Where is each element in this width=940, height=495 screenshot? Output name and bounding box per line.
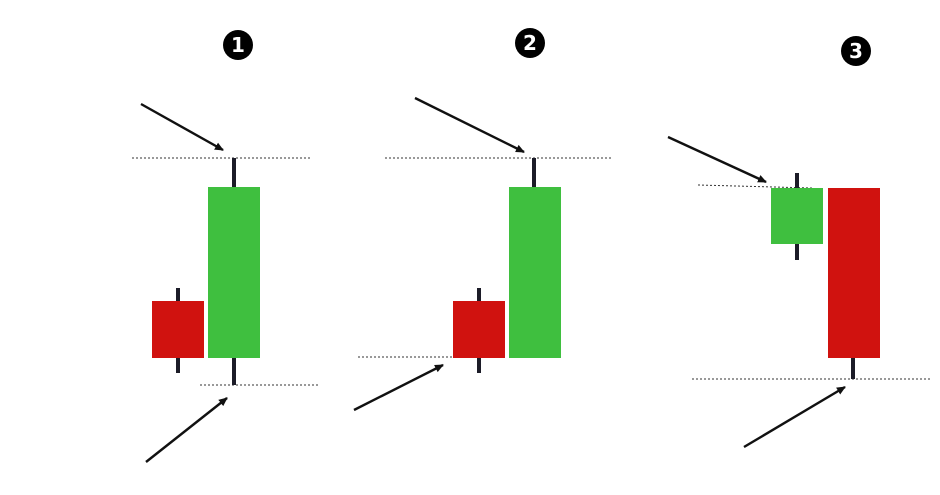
panel-2-candle-1-body [453, 301, 505, 358]
panel-2-candle-2 [509, 158, 561, 358]
panel-3-candle-2 [828, 188, 880, 379]
panel-2-high-arrow [414, 96, 525, 154]
panel-3-badge-label: 3 [849, 39, 863, 63]
panel-3-badge: 3 [841, 36, 871, 66]
panel-2-badge: 2 [515, 28, 545, 58]
panel-1-low-arrow [145, 397, 228, 463]
panel-2-badge-label: 2 [523, 31, 537, 55]
panel-3-high-arrow [667, 135, 767, 184]
panel-1-badge: 1 [223, 30, 253, 60]
panel-3-candle-1-body [771, 188, 823, 244]
panel-3-high-guide-line [697, 184, 813, 189]
panel-3-low-arrow [743, 385, 846, 449]
panel-3: 3 [667, 36, 930, 449]
panel-1: 1 [132, 30, 318, 463]
panel-3-candle-1 [771, 173, 823, 260]
panel-1-badge-label: 1 [231, 33, 245, 57]
panel-2-candle-2-body [509, 187, 561, 358]
panel-2-badge-circle [515, 28, 545, 58]
panel-3-candle-2-body [828, 188, 880, 358]
panel-2: 2 [353, 28, 612, 412]
panel-3-badge-circle [841, 36, 871, 66]
panel-1-candle-2-body [208, 187, 260, 358]
panel-1-badge-circle [223, 30, 253, 60]
panel-1-candle-2 [208, 158, 260, 385]
panel-2-low-arrow [353, 363, 444, 412]
panel-1-high-arrow [140, 102, 224, 152]
panel-1-candle-1-body [152, 301, 204, 358]
panel-2-candle-1 [453, 288, 505, 373]
panel-1-candle-1 [152, 288, 204, 373]
